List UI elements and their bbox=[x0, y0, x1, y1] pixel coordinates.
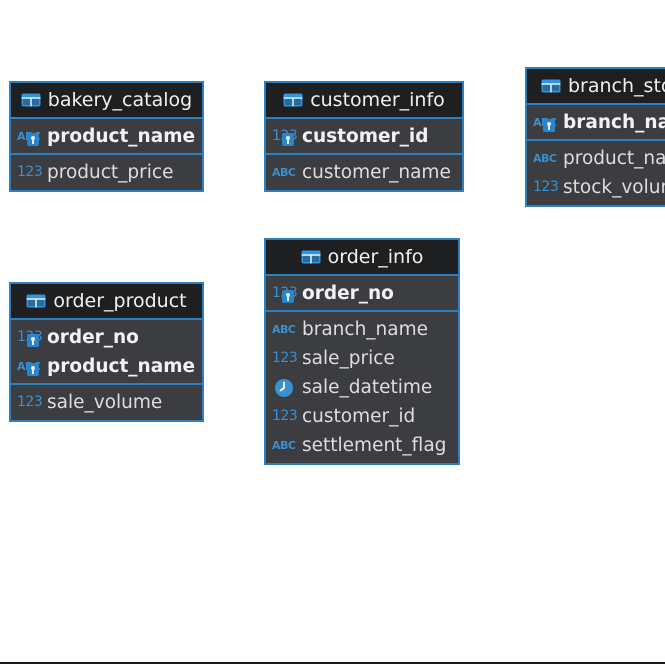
key-icon bbox=[543, 118, 555, 132]
numeric-type-icon: 123 bbox=[272, 349, 298, 369]
table-icon bbox=[301, 250, 321, 264]
column-name: product_name bbox=[563, 148, 665, 169]
column-name: product_name bbox=[47, 126, 196, 147]
column-name: sale_price bbox=[302, 348, 395, 369]
column-name: customer_name bbox=[302, 162, 451, 183]
type-icon-label: 123 bbox=[17, 393, 43, 410]
column-name: order_no bbox=[302, 283, 394, 304]
table-icon bbox=[541, 79, 561, 93]
text-type-icon: ABC bbox=[17, 357, 43, 377]
table-icon bbox=[26, 294, 46, 308]
type-icon-label: ABC bbox=[272, 165, 296, 179]
table-icon bbox=[21, 93, 41, 107]
entity-title: order_product bbox=[53, 290, 187, 312]
clock-icon bbox=[275, 378, 293, 397]
column-name: sale_datetime bbox=[302, 377, 433, 398]
type-icon-label: ABC bbox=[272, 322, 296, 336]
columns: ABC customer_name bbox=[266, 153, 462, 190]
type-icon-label: ABC bbox=[533, 151, 557, 165]
text-type-icon: ABC bbox=[272, 320, 298, 340]
type-icon-label: 123 bbox=[533, 178, 559, 195]
column-name: branch_name bbox=[302, 319, 429, 340]
entity-header[interactable]: branch_stock bbox=[527, 69, 665, 103]
numeric-type-icon: 123 bbox=[272, 127, 298, 147]
column-name: settlement_flag bbox=[302, 435, 447, 456]
column-name: product_price bbox=[47, 162, 174, 183]
column-name: stock_volume bbox=[563, 177, 665, 198]
entity-title: branch_stock bbox=[568, 75, 665, 97]
text-type-icon: ABC bbox=[533, 113, 559, 133]
key-icon bbox=[27, 362, 39, 376]
entity-order-info[interactable]: order_info 123order_no ABCbranch_name123… bbox=[264, 238, 460, 465]
type-icon-label: ABC bbox=[272, 438, 296, 452]
column-name: sale_volume bbox=[47, 392, 163, 413]
entity-header[interactable]: bakery_catalog bbox=[11, 83, 202, 117]
entity-header[interactable]: customer_info bbox=[266, 83, 462, 117]
numeric-type-icon: 123 bbox=[17, 328, 43, 348]
key-icon bbox=[27, 333, 39, 347]
column-name: branch_name bbox=[563, 112, 665, 133]
column-name: customer_id bbox=[302, 406, 416, 427]
column-row[interactable]: sale_datetime bbox=[266, 373, 458, 402]
type-icon-label: 123 bbox=[272, 349, 298, 366]
numeric-type-icon: 123 bbox=[17, 163, 43, 183]
text-type-icon: ABC bbox=[272, 436, 298, 456]
column-row[interactable]: ABC customer_name bbox=[266, 158, 462, 187]
key-column-row[interactable]: 123order_no bbox=[266, 279, 458, 308]
entity-title: order_info bbox=[327, 246, 424, 268]
column-row[interactable]: ABC settlement_flag bbox=[266, 431, 458, 460]
numeric-type-icon: 123 bbox=[533, 178, 559, 198]
key-column-row[interactable]: 123order_no bbox=[11, 323, 202, 352]
column-name: order_no bbox=[47, 327, 139, 348]
column-name: product_name bbox=[47, 356, 196, 377]
key-icon bbox=[282, 289, 294, 303]
column-row[interactable]: ABC branch_name bbox=[266, 315, 458, 344]
key-columns: 123order_no bbox=[266, 274, 458, 310]
type-icon-label: 123 bbox=[17, 163, 43, 180]
key-icon bbox=[27, 132, 39, 146]
text-type-icon: ABC bbox=[272, 163, 298, 183]
numeric-type-icon: 123 bbox=[17, 393, 43, 413]
text-type-icon: ABC bbox=[533, 149, 559, 169]
type-icon-label: 123 bbox=[272, 407, 298, 424]
entity-header[interactable]: order_info bbox=[266, 240, 458, 274]
key-icon bbox=[282, 132, 294, 146]
entity-order-product[interactable]: order_product 123order_noABCproduct_name… bbox=[9, 282, 204, 422]
entity-title: customer_info bbox=[310, 89, 445, 111]
entity-title: bakery_catalog bbox=[47, 89, 193, 111]
bottom-divider bbox=[0, 662, 665, 664]
entity-header[interactable]: order_product bbox=[11, 284, 202, 318]
table-icon bbox=[283, 93, 303, 107]
text-type-icon: ABC bbox=[17, 127, 43, 147]
key-columns: 123order_noABCproduct_name bbox=[11, 318, 202, 383]
column-row[interactable]: ABC product_name bbox=[527, 144, 665, 173]
numeric-type-icon: 123 bbox=[272, 284, 298, 304]
column-name: customer_id bbox=[302, 126, 429, 147]
numeric-type-icon: 123 bbox=[272, 407, 298, 427]
